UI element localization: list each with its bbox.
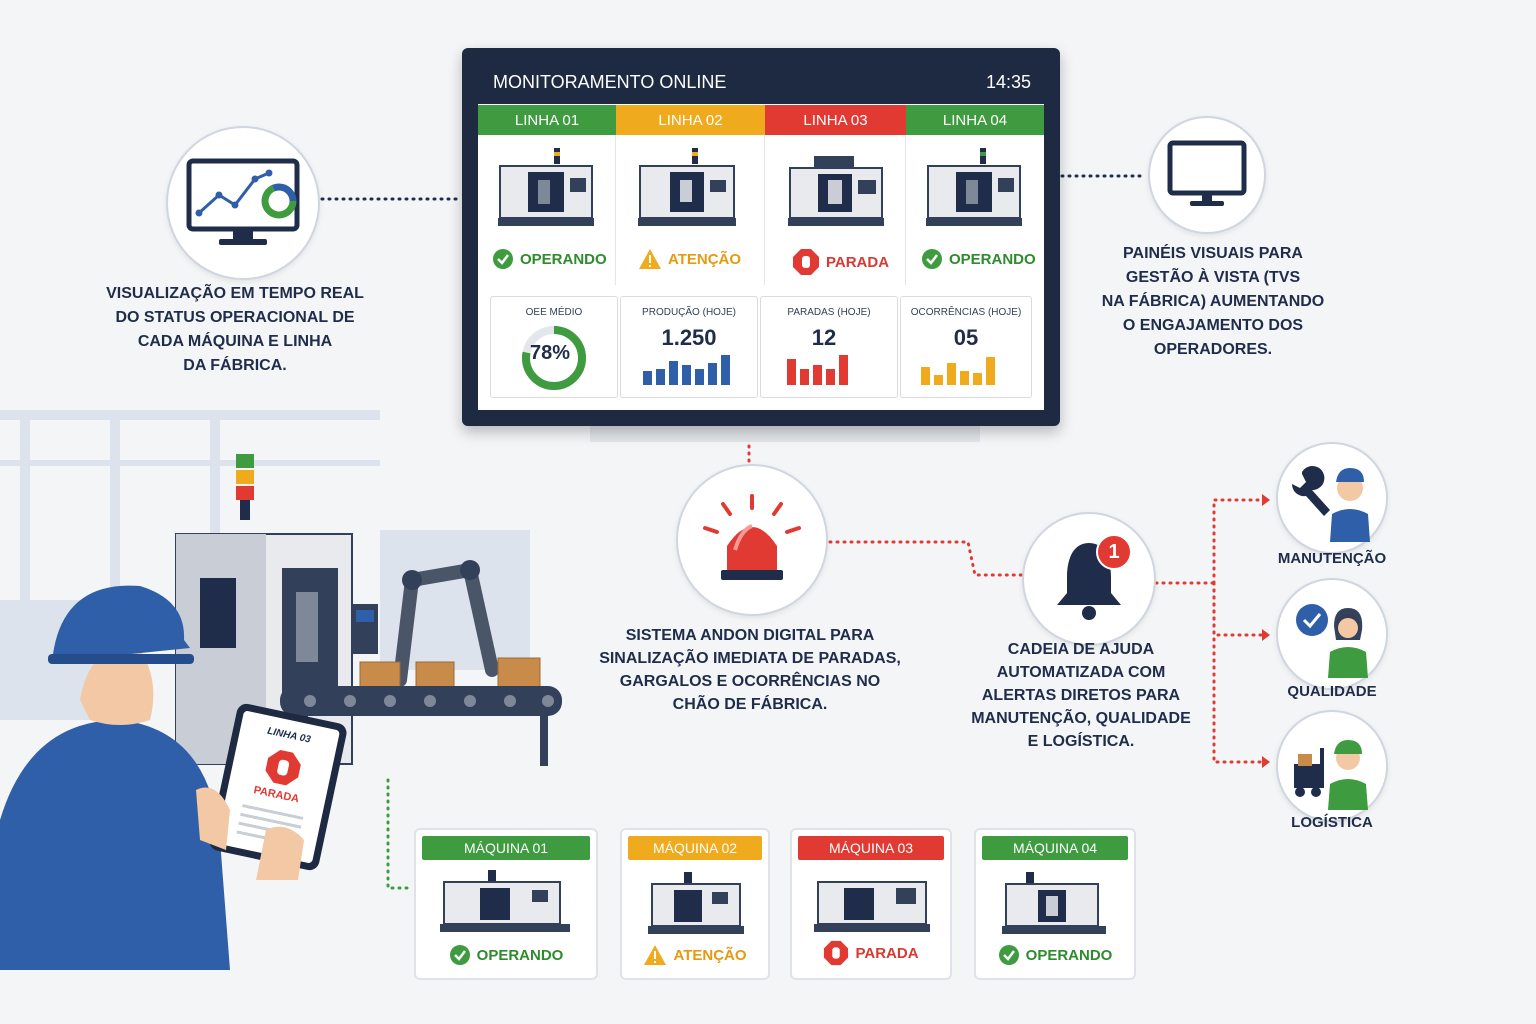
line-03-machine-icon <box>788 156 884 226</box>
analytics-monitor-icon <box>186 158 300 245</box>
check-icon <box>493 249 513 269</box>
kpi-paradas-label: PARADAS (HOJE) <box>787 307 871 318</box>
ocorrencias-bars <box>921 357 995 385</box>
line-02-column <box>616 135 765 285</box>
kpi-producao: PRODUÇÃO (HOJE) 1.250 <box>620 296 758 398</box>
kpi-paradas: PARADAS (HOJE) 12 <box>760 296 898 398</box>
machine-03-header: MÁQUINA 03 <box>798 836 944 860</box>
role-label-manutencao: MANUTENÇÃO <box>1277 550 1387 567</box>
machine-03-icon <box>814 881 930 932</box>
kpi-ocorrencias-value: 05 <box>953 325 979 350</box>
kpi-ocorrencias-label: OCORRÊNCIAS (HOJE) <box>910 307 1022 318</box>
factory-scene <box>0 410 562 970</box>
quality-badge-icon <box>1296 604 1368 678</box>
stop-hand-icon <box>265 749 301 786</box>
role-label-logistica: LOGÍSTICA <box>1291 814 1373 831</box>
caption-realtime: VISUALIZAÇÃO EM TEMPO REAL DO STATUS OPE… <box>106 285 364 374</box>
tablet-screen: LINHA 03 PARADA <box>215 710 341 864</box>
machine-card-01[interactable]: MÁQUINA 01 OPERANDO <box>414 828 598 980</box>
monitor-stand <box>590 426 980 442</box>
caption-help-chain: CADEIA DE AJUDA AUTOMATIZADA COM ALERTAS… <box>971 641 1191 750</box>
caption-visual-panels: PAINÉIS VISUAIS PARA GESTÃO À VISTA (TVs… <box>1101 245 1325 358</box>
line-01-header: LINHA 01 <box>478 105 616 135</box>
line-01-column <box>478 135 616 285</box>
line-02-status: ATENÇÃO <box>638 248 741 270</box>
machine-03-status-label: PARADA <box>855 944 919 962</box>
monitor-title: MONITORAMENTO ONLINE <box>493 72 727 92</box>
machine-04-header: MÁQUINA 04 <box>982 836 1128 860</box>
line-04-status-label: OPERANDO <box>949 250 1036 268</box>
kpi-producao-label: PRODUÇÃO (HOJE) <box>642 307 736 318</box>
machine-card-02[interactable]: MÁQUINA 02 ATENÇÃO <box>620 828 770 980</box>
line-01-status: OPERANDO <box>492 248 607 270</box>
line-02-status-label: ATENÇÃO <box>668 250 742 268</box>
oee-gauge <box>522 326 586 390</box>
forklift-icon <box>1294 740 1368 810</box>
analytics-circle <box>166 126 320 280</box>
line-01-status-label: OPERANDO <box>520 250 607 268</box>
operator-hand <box>196 787 304 880</box>
line-04-status: OPERANDO <box>921 248 1036 270</box>
stop-hand-icon <box>824 940 849 966</box>
line-01-machine-icon <box>498 148 594 226</box>
machine-01-status: OPERANDO <box>416 944 596 966</box>
machine-01-status-label: OPERANDO <box>476 946 564 964</box>
stop-hand-icon <box>793 249 819 275</box>
line-02-machine-icon <box>638 148 736 226</box>
tablet: LINHA 03 PARADA <box>207 701 349 873</box>
monitor-clock: 14:35 <box>986 72 1032 92</box>
machine-02-header: MÁQUINA 02 <box>628 836 762 860</box>
wrench-icon <box>1291 466 1370 542</box>
kpi-ocorrencias: OCORRÊNCIAS (HOJE) 05 <box>900 296 1032 398</box>
machine-01-header: MÁQUINA 01 <box>422 836 590 860</box>
machine-02-status: ATENÇÃO <box>622 944 768 966</box>
machine-04-status-label: OPERANDO <box>1025 946 1113 964</box>
alert-badge: 1 <box>1096 534 1132 570</box>
machine-01-icon <box>440 870 570 932</box>
role-label-qualidade: QUALIDADE <box>1287 683 1377 700</box>
alert-circle <box>1022 512 1156 646</box>
check-icon <box>998 945 1019 965</box>
tv-circle <box>1148 116 1266 234</box>
machine-02-status-label: ATENÇÃO <box>673 946 747 964</box>
line-03-status: PARADA <box>792 248 889 276</box>
tv-monitor-icon <box>1167 140 1247 206</box>
machine-04-icon <box>1002 872 1106 934</box>
check-icon <box>449 945 470 965</box>
machine-02-icon <box>648 872 744 934</box>
logistics-circle <box>1276 710 1388 822</box>
andon-siren-icon <box>703 494 801 580</box>
tablet-line-label: LINHA 03 <box>266 725 312 746</box>
kpi-oee-value: 78% <box>529 342 571 364</box>
paradas-bars <box>787 355 848 385</box>
caption-andon: SISTEMA ANDON DIGITAL PARA SINALIZAÇÃO I… <box>599 627 901 713</box>
warning-icon <box>639 249 661 269</box>
line-02-header: LINHA 02 <box>616 105 765 135</box>
maintenance-circle <box>1276 442 1388 554</box>
machine-card-03[interactable]: MÁQUINA 03 PARADA <box>790 828 952 980</box>
kpi-oee-label: OEE MÉDIO <box>525 307 583 318</box>
line-03-header: LINHA 03 <box>765 105 906 135</box>
warning-icon <box>644 945 667 965</box>
line-04-header: LINHA 04 <box>906 105 1044 135</box>
machine-card-04[interactable]: MÁQUINA 04 OPERANDO <box>974 828 1136 980</box>
machine-03-status: PARADA <box>792 940 950 966</box>
machine-04-status: OPERANDO <box>976 944 1134 966</box>
line-03-status-label: PARADA <box>826 253 890 271</box>
quality-circle <box>1276 578 1388 690</box>
kpi-oee: OEE MÉDIO 78% <box>490 296 618 398</box>
line-03-column <box>765 135 906 285</box>
kpi-producao-value: 1.250 <box>661 325 717 350</box>
producao-bars <box>643 355 730 385</box>
kpi-paradas-value: 12 <box>811 325 837 350</box>
line-04-machine-icon <box>926 148 1022 226</box>
check-icon <box>922 249 942 269</box>
andon-circle <box>676 464 828 616</box>
